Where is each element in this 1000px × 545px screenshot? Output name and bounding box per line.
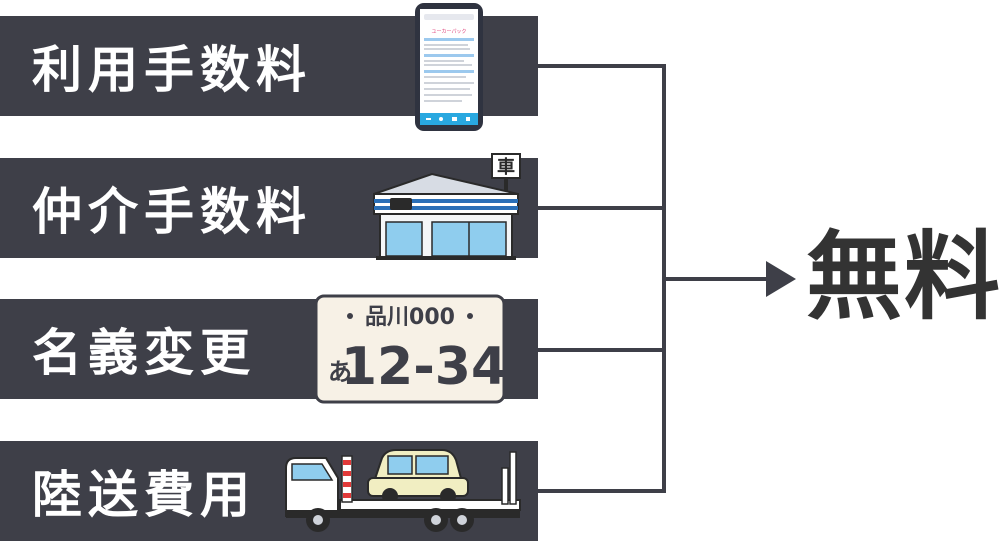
fee-label-brokerage: 仲介手数料 [32, 183, 312, 241]
license-plate-icon: 品川000 あ 12-34 [314, 294, 506, 404]
arrow-right-icon [766, 261, 796, 297]
store-sign-text: 車 [497, 156, 515, 178]
phone-app-name: ユーカーパック [432, 29, 467, 35]
plate-region: 品川000 [365, 305, 455, 330]
fee-label-title-transfer: 名義変更 [32, 324, 256, 382]
smartphone-icon: ユーカーパック [415, 3, 483, 131]
plate-number: 12-34 [341, 337, 506, 397]
plate-kana: あ [328, 358, 352, 386]
fee-label-usage: 利用手数料 [32, 41, 312, 99]
result-free: 無料 [806, 221, 1000, 333]
store-icon: 車 [373, 153, 521, 260]
tow-truck-icon [285, 449, 521, 532]
fee-label-transport: 陸送費用 [32, 466, 256, 524]
